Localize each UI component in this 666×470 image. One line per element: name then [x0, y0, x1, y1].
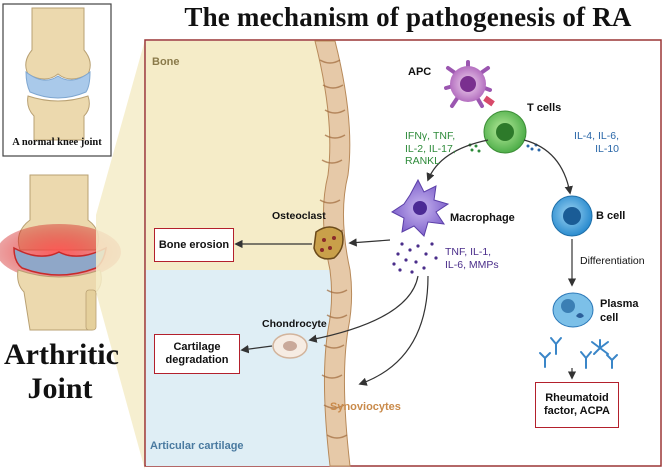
th2-line-2: IL-10 — [595, 142, 619, 155]
differentiation-label: Differentiation — [580, 255, 645, 267]
arthritic-label-line1: Arthritic — [4, 338, 119, 371]
normal-knee-illustration — [2, 3, 112, 157]
rf-label-line1: Rheumatoid — [545, 392, 609, 405]
b-cell — [551, 195, 593, 237]
bone-erosion-label: Bone erosion — [158, 238, 230, 251]
bone-region-label: Bone — [152, 56, 180, 68]
arrow-macrophage-to-osteoclast — [348, 238, 391, 247]
mac-line-1: TNF, IL-1, — [445, 246, 492, 258]
osteoclast-label: Osteoclast — [272, 210, 326, 222]
cartilage-degradation-box: Cartilage degradation — [154, 334, 240, 374]
macrophage-cell — [391, 178, 450, 237]
arrow-macrophage-to-synoviocytes — [358, 275, 429, 386]
arrow-macrophage-to-chondrocyte — [308, 275, 419, 343]
normal-knee-caption: A normal knee joint — [12, 137, 102, 148]
pathway-arrows — [234, 139, 577, 386]
th1-cytokines: IFNγ, TNF, IL-2, IL-17, RANKL — [405, 130, 456, 168]
macrophage-label: Macrophage — [450, 212, 515, 224]
th2-cytokines: IL-4, IL-6, IL-10 — [555, 130, 619, 155]
cartilage-label-line1: Cartilage — [173, 341, 221, 354]
plasma-cell-label-line1: Plasma — [600, 298, 639, 310]
rf-label-line2: factor, ACPA — [543, 405, 610, 417]
plasma-cell — [552, 292, 594, 328]
mac-line-2: IL-6, MMPs — [445, 259, 499, 271]
synoviocytes-label: Synoviocytes — [330, 401, 401, 413]
macrophage-cytokines — [392, 242, 438, 274]
page-title: The mechanism of pathogenesis of RA — [184, 2, 632, 32]
t-cell — [483, 110, 527, 154]
b-cell-label: B cell — [596, 210, 626, 222]
rheumatoid-factor-box: Rheumatoid factor, ACPA — [535, 382, 619, 428]
arrow-tcell-to-macrophage — [426, 139, 489, 182]
chondrocyte-label: Chondrocyte — [262, 318, 327, 330]
arrow-tcell-to-bcell — [523, 139, 573, 195]
th1-line-3: RANKL — [405, 155, 441, 167]
th1-line-1: IFNγ, TNF, — [405, 130, 456, 142]
chondrocyte-cell — [272, 333, 308, 359]
macrophage-cytokines-text: TNF, IL-1, IL-6, MMPs — [445, 246, 499, 272]
zoom-cone — [96, 40, 145, 470]
th2-line-1: IL-4, IL-6, — [574, 130, 619, 142]
apc-label: APC — [408, 66, 432, 78]
arthritic-label-line2: Joint — [27, 372, 93, 405]
osteoclast-cell — [313, 226, 344, 260]
cartilage-label-line2: degradation — [165, 354, 229, 366]
bone-erosion-box: Bone erosion — [154, 228, 234, 262]
plasma-cell-label-line2: cell — [600, 312, 619, 324]
apc-cell — [444, 60, 495, 108]
th1-line-2: IL-2, IL-17, — [405, 142, 456, 155]
articular-cartilage-label: Articular cartilage — [150, 440, 244, 452]
t-cells-label: T cells — [527, 102, 562, 114]
arrow-chondrocyte-to-cartilage — [240, 344, 273, 354]
antibodies — [539, 337, 618, 369]
